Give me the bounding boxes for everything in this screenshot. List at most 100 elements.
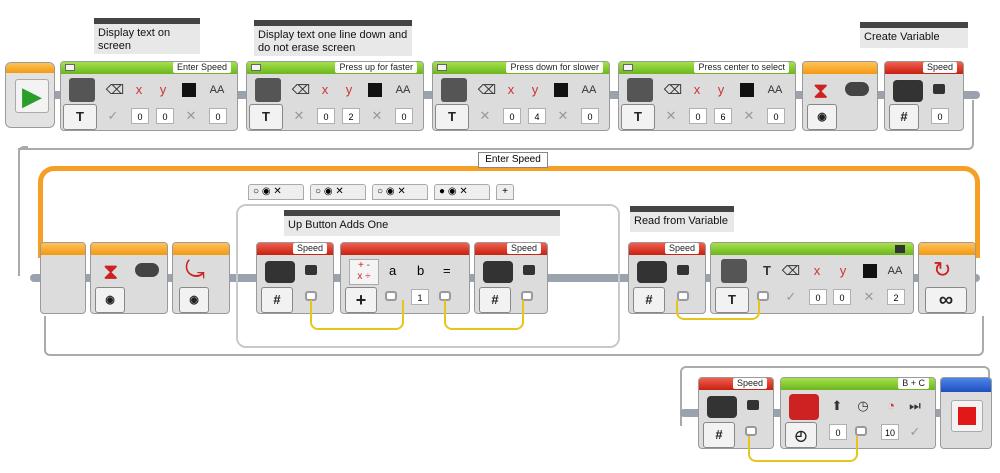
cross-icon[interactable]: ✕ xyxy=(371,108,383,123)
power-input-plug[interactable] xyxy=(855,426,867,436)
x-value[interactable]: 0 xyxy=(317,108,335,124)
wait-mode-button[interactable]: ◉ xyxy=(95,287,125,313)
read-numeric-mode-button[interactable]: # xyxy=(703,422,735,448)
comment-create-variable[interactable]: Create Variable xyxy=(860,22,968,48)
steering-mode-button[interactable]: ◴ xyxy=(785,422,817,448)
briefcase-icon xyxy=(637,261,667,283)
variable-name[interactable]: Speed xyxy=(922,62,957,73)
text-input-plug[interactable] xyxy=(757,291,769,301)
write-numeric-mode-button[interactable]: # xyxy=(479,287,511,313)
text-grid-mode-button[interactable]: T xyxy=(63,104,97,130)
move-steering-block[interactable]: B + C ⬆ ◷ ◔ ⏭ ◴ 0 10 ✓ xyxy=(780,377,936,449)
cross-icon[interactable]: ✕ xyxy=(557,108,569,123)
wait-block-row2[interactable]: ⧗ ◉ xyxy=(90,242,168,314)
display-block-faster[interactable]: Press up for faster ⌫ x y AA T ✕ 0 2 ✕ 0 xyxy=(246,61,424,131)
font-value[interactable]: 0 xyxy=(395,108,413,124)
variable-read-block-1[interactable]: Speed # xyxy=(256,242,334,314)
end-block[interactable] xyxy=(940,377,992,449)
variable-name[interactable]: Speed xyxy=(664,243,699,254)
variable-write-block-2[interactable]: Speed # xyxy=(474,242,548,314)
x-value[interactable]: 0 xyxy=(503,108,521,124)
comment-display-text[interactable]: Display text on screen xyxy=(94,18,200,54)
check-icon[interactable]: ✓ xyxy=(785,289,797,304)
switch-tab-2[interactable]: ○ ◉ ✕ xyxy=(310,184,366,200)
loop-end-block[interactable]: ↻ ∞ xyxy=(918,242,976,314)
cross-icon[interactable]: ✕ xyxy=(743,108,755,123)
switch-block[interactable]: ⤿ ◉ xyxy=(172,242,230,314)
check-icon[interactable]: ✓ xyxy=(107,108,119,123)
connector-wire-row1 xyxy=(18,100,974,150)
variable-read-block-2[interactable]: Speed # xyxy=(628,242,706,314)
text-grid-mode-button[interactable]: T xyxy=(621,104,655,130)
text-grid-mode-button[interactable]: T xyxy=(715,287,749,313)
close-icon[interactable]: ✕ xyxy=(335,186,344,197)
y-value[interactable]: 6 xyxy=(714,108,732,124)
variable-value[interactable]: 0 xyxy=(931,108,949,124)
add-mode-button[interactable]: + xyxy=(345,287,377,313)
y-value[interactable]: 4 xyxy=(528,108,546,124)
close-icon[interactable]: ✕ xyxy=(397,186,406,197)
comment-next-line[interactable]: Display text one line down and do not er… xyxy=(254,20,412,56)
cross-icon[interactable]: ✕ xyxy=(479,108,491,123)
connector-wire-row1b xyxy=(18,146,28,276)
display-block-speed-value[interactable]: T ⌫ x y AA T ✓ 0 0 ✕ 2 xyxy=(710,242,914,314)
loop-mode-button[interactable]: ∞ xyxy=(925,287,967,313)
cross-icon[interactable]: ✕ xyxy=(293,108,305,123)
cross-icon[interactable]: ✕ xyxy=(665,108,677,123)
close-icon[interactable]: ✕ xyxy=(273,186,282,197)
font-value[interactable]: 2 xyxy=(887,289,905,305)
switch-tab-4[interactable]: ● ◉ ✕ xyxy=(434,184,490,200)
start-block[interactable]: ▶ xyxy=(5,62,55,128)
variable-name[interactable]: Speed xyxy=(506,243,541,254)
loop-name-label[interactable]: Enter Speed xyxy=(478,152,548,168)
display-block-slower[interactable]: Press down for slower ⌫ x y AA T ✕ 0 4 ✕… xyxy=(432,61,610,131)
math-block[interactable]: + -x ÷ a b = + 1 xyxy=(340,242,470,314)
switch-tab-3[interactable]: ○ ◉ ✕ xyxy=(372,184,428,200)
x-value[interactable]: 0 xyxy=(689,108,707,124)
display-block-enter-speed[interactable]: Enter Speed ⌫ x y AA T ✓ 0 0 ✕ 0 xyxy=(60,61,238,131)
display-block-select[interactable]: Press center to select ⌫ x y AA T ✕ 0 6 … xyxy=(618,61,796,131)
variable-name[interactable]: Speed xyxy=(292,243,327,254)
output-plug[interactable] xyxy=(745,426,757,436)
switch-tab-1[interactable]: ○ ◉ ✕ xyxy=(248,184,304,200)
y-value[interactable]: 0 xyxy=(833,289,851,305)
x-value[interactable]: 0 xyxy=(809,289,827,305)
switch-mode-button[interactable]: ◉ xyxy=(179,287,209,313)
stop-button-frame[interactable] xyxy=(951,400,983,432)
loop-frame[interactable] xyxy=(38,166,980,258)
cross-icon[interactable]: ✕ xyxy=(863,289,875,304)
wait-block-row1[interactable]: ⧗ ◉ xyxy=(802,61,878,131)
input-plug[interactable] xyxy=(521,291,533,301)
font-value[interactable]: 0 xyxy=(581,108,599,124)
play-icon[interactable]: ▶ xyxy=(15,79,49,113)
motor-ports-label[interactable]: B + C xyxy=(898,378,929,389)
seconds-value[interactable]: 10 xyxy=(881,424,899,440)
switch-case-frame[interactable] xyxy=(236,204,620,348)
comment-up-button[interactable]: Up Button Adds One xyxy=(284,210,560,236)
comment-read-variable[interactable]: Read from Variable xyxy=(630,206,734,232)
y-value[interactable]: 2 xyxy=(342,108,360,124)
wait-mode-button[interactable]: ◉ xyxy=(807,104,837,130)
variable-write-block[interactable]: Speed # 0 xyxy=(884,61,964,131)
write-numeric-mode-button[interactable]: # xyxy=(889,104,919,130)
stop-icon[interactable] xyxy=(958,407,976,425)
variable-read-block-3[interactable]: Speed # xyxy=(698,377,774,449)
hash-icon: # xyxy=(645,292,653,307)
check-icon[interactable]: ✓ xyxy=(909,424,921,439)
read-numeric-mode-button[interactable]: # xyxy=(261,287,293,313)
input-a-plug[interactable] xyxy=(385,291,397,301)
font-value[interactable]: 0 xyxy=(209,108,227,124)
read-numeric-mode-button[interactable]: # xyxy=(633,287,665,313)
steering-value[interactable]: 0 xyxy=(829,424,847,440)
math-b-value[interactable]: 1 xyxy=(411,289,429,305)
y-value[interactable]: 0 xyxy=(156,108,174,124)
font-value[interactable]: 0 xyxy=(767,108,785,124)
text-grid-mode-button[interactable]: T xyxy=(249,104,283,130)
variable-name[interactable]: Speed xyxy=(732,378,767,389)
switch-add-tab-button[interactable]: + xyxy=(496,184,514,200)
text-grid-mode-button[interactable]: T xyxy=(435,104,469,130)
cross-icon[interactable]: ✕ xyxy=(185,108,197,123)
x-value[interactable]: 0 xyxy=(131,108,149,124)
close-icon[interactable]: ✕ xyxy=(459,186,468,197)
loop-start-block[interactable] xyxy=(40,242,86,314)
